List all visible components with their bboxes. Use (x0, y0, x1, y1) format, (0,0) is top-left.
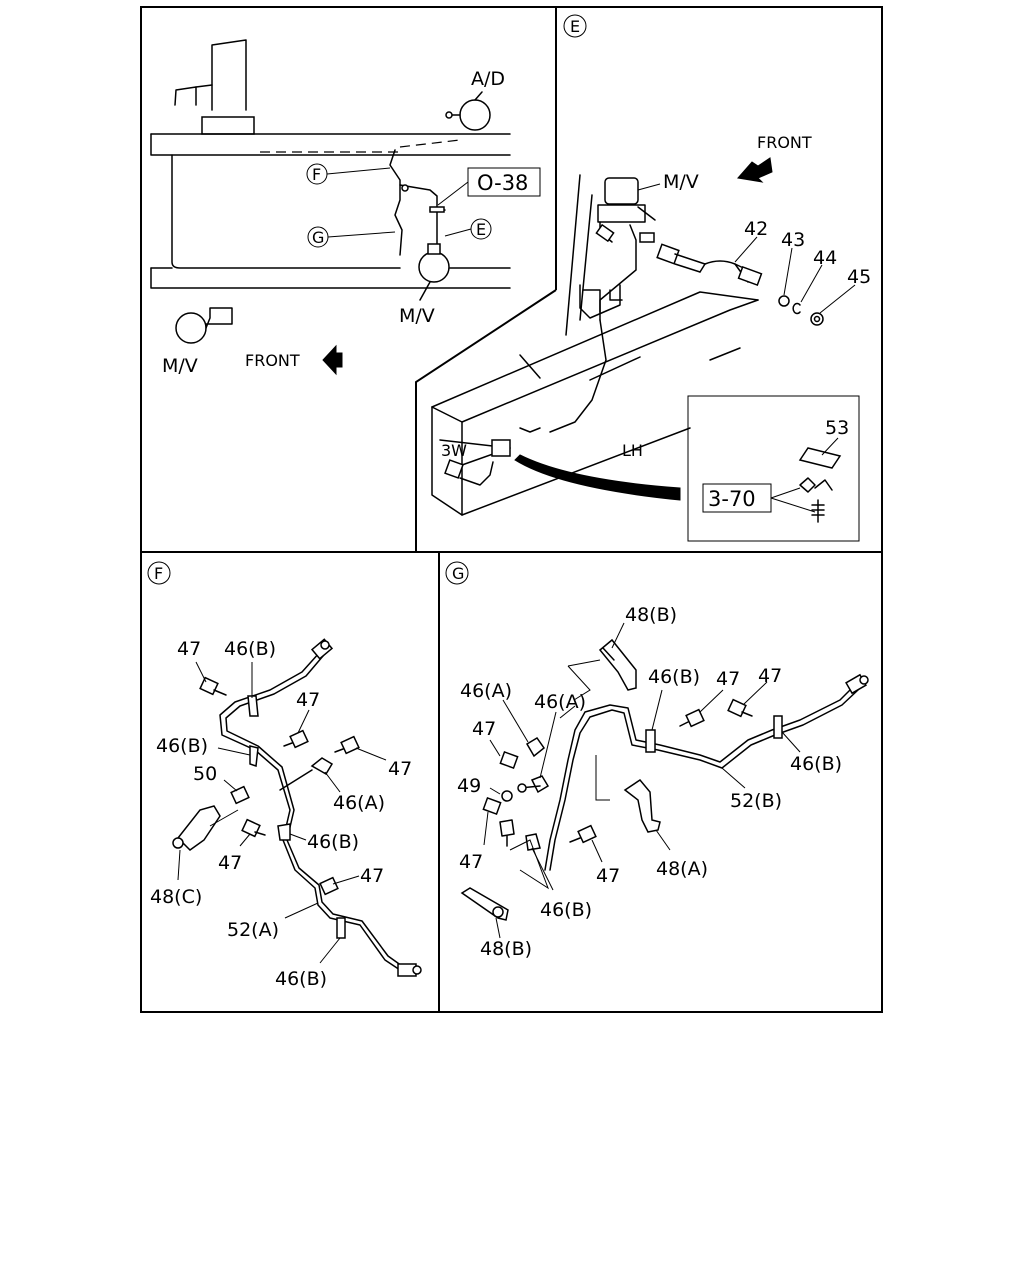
f-47d: 47 (218, 852, 242, 874)
part-43: 43 (781, 229, 805, 251)
panel-g (445, 561, 869, 939)
part-45: 45 (847, 266, 871, 288)
f-46b-top: 46(B) (224, 638, 276, 660)
g-49: 49 (457, 775, 481, 797)
ad-label: A/D (471, 68, 505, 90)
bolt-icon (230, 785, 250, 805)
g-47b: 47 (758, 665, 782, 687)
front-label-e: FRONT (757, 133, 812, 152)
panel-f (147, 561, 422, 977)
g-46a-left: 46(A) (460, 680, 512, 702)
f-47a: 47 (177, 638, 201, 660)
f-46b-left: 46(B) (156, 735, 208, 757)
f-52a: 52(A) (227, 919, 279, 941)
part-53: 53 (825, 417, 849, 439)
label-lh: LH (622, 441, 643, 460)
f-47e: 47 (360, 865, 384, 887)
bolt-icon (199, 676, 227, 696)
bolt-icon (679, 708, 705, 728)
f-48c: 48(C) (150, 886, 202, 908)
bolt-icon (334, 735, 360, 755)
part-44: 44 (813, 247, 837, 269)
g-48b-top: 48(B) (625, 604, 677, 626)
overview-panel (150, 39, 541, 376)
f-47b: 47 (296, 689, 320, 711)
ref-o38: O-38 (477, 171, 528, 195)
callout-e-letter: E (476, 220, 486, 239)
callout-f-letter: F (312, 165, 321, 184)
bolt-icon (283, 729, 309, 749)
callout-g-letter: G (312, 228, 324, 247)
g-47a: 47 (716, 668, 740, 690)
g-48b-bot: 48(B) (480, 938, 532, 960)
f-46a: 46(A) (333, 792, 385, 814)
mv-label-e: M/V (663, 171, 699, 193)
g-47e: 47 (596, 865, 620, 887)
panel-g-letter: G (452, 564, 464, 583)
bolt-icon (569, 824, 597, 844)
part-42: 42 (744, 218, 768, 240)
f-50: 50 (193, 763, 217, 785)
label-3w: 3W (441, 441, 467, 460)
g-47d: 47 (459, 851, 483, 873)
g-46a-right: 46(A) (534, 691, 586, 713)
g-47c: 47 (472, 718, 496, 740)
g-46b-right: 46(B) (790, 753, 842, 775)
mv-label-frame: M/V (399, 305, 435, 327)
bolt-icon (499, 751, 519, 769)
f-46b-bot: 46(B) (275, 968, 327, 990)
g-52b: 52(B) (730, 790, 782, 812)
g-46b-bot: 46(B) (540, 899, 592, 921)
panel-e (431, 14, 860, 542)
g-46b-top: 46(B) (648, 666, 700, 688)
f-47c: 47 (388, 758, 412, 780)
mv-label-small: M/V (162, 355, 198, 377)
panel-f-letter: F (154, 564, 163, 583)
bolt-icon (241, 818, 266, 838)
bolt-icon (727, 698, 753, 718)
bolt-icon (319, 876, 339, 896)
front-label-overview: FRONT (245, 351, 300, 370)
panel-e-letter: E (570, 17, 580, 36)
f-46b-mid: 46(B) (307, 831, 359, 853)
bolt-icon (482, 797, 502, 815)
panel-frames (140, 6, 883, 1013)
g-48a: 48(A) (656, 858, 708, 880)
ref-3-70: 3-70 (708, 487, 756, 511)
